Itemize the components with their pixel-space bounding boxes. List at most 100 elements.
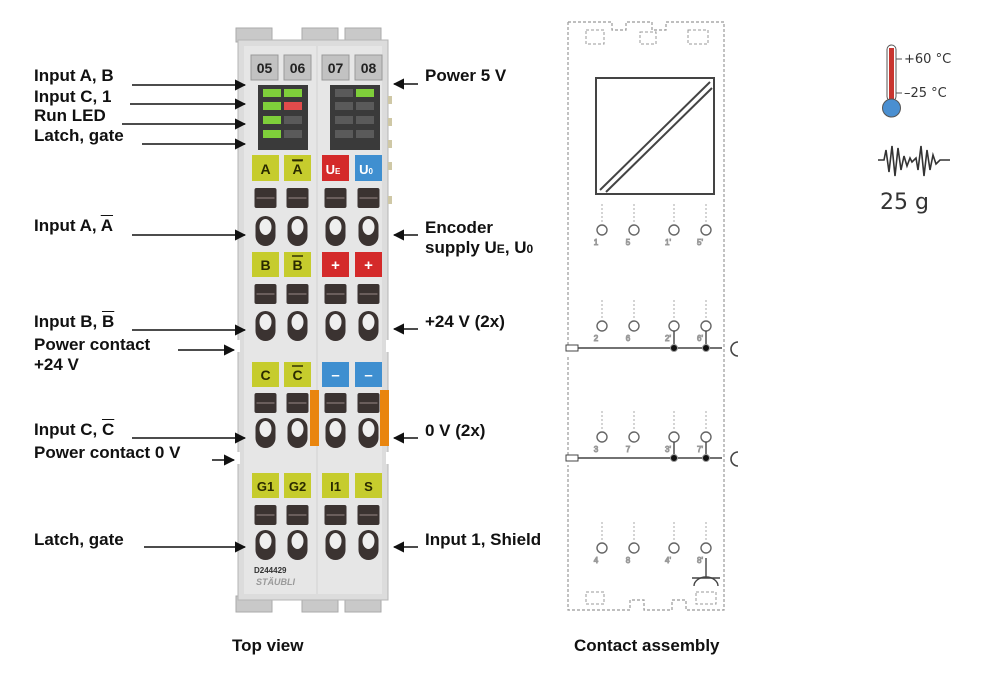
- tag-plus-1: +: [331, 257, 340, 274]
- label-latch-gate-bottom: Latch, gate: [34, 530, 124, 549]
- led-block-left: [258, 85, 308, 150]
- tag-minus-2: –: [364, 367, 372, 384]
- contact-point: [628, 320, 640, 332]
- tag-b-bar: B: [292, 257, 302, 273]
- contact-point: [700, 542, 712, 554]
- contact-number: 6': [697, 334, 703, 343]
- contact-point: [628, 542, 640, 554]
- bus-junction-dot: [702, 344, 710, 352]
- power-contact-rail-right: [380, 390, 389, 446]
- label-run-led: Run LED: [34, 106, 106, 125]
- contact-point: [596, 542, 608, 554]
- tag-c: C: [260, 367, 270, 383]
- bus-junction-dot: [670, 344, 678, 352]
- label-plus24v-2x: +24 V (2x): [425, 312, 505, 331]
- plate-07: 07: [328, 60, 344, 76]
- tag-c-bar: C: [292, 367, 302, 383]
- tag-g2: G2: [289, 479, 306, 494]
- label-power-contact-0v: Power contact 0 V: [34, 443, 181, 462]
- contact-assembly: 1 5 1' 5' 2 6 2' 6' 3 7 3' 7' 4 8 4' 8': [565, 21, 739, 611]
- tag-g1: G1: [257, 479, 274, 494]
- label-input-a-abar: Input A, A: [34, 216, 114, 235]
- label-encoder-supply: supply UE, U0: [425, 238, 534, 257]
- label-input-a-b: Input A, B: [34, 66, 114, 85]
- contact-number: 7: [626, 445, 631, 454]
- tag-u0: U0: [359, 162, 373, 177]
- contact-point: [596, 431, 608, 443]
- contact-number: 8: [626, 556, 631, 565]
- contact-point: [596, 320, 608, 332]
- label-input1-shield: Input 1, Shield: [425, 530, 542, 549]
- tag-minus-1: –: [331, 367, 339, 384]
- contact-point: [668, 431, 680, 443]
- caption-contact-assembly: Contact assembly: [574, 636, 720, 655]
- label-input-c-1: Input C, 1: [34, 87, 112, 106]
- contact-point: [628, 224, 640, 236]
- contact-number: 2': [665, 334, 671, 343]
- led-block-right: [330, 85, 380, 150]
- label-latch-gate-top: Latch, gate: [34, 126, 124, 145]
- contact-number: 6: [626, 334, 631, 343]
- contact-number: 8': [697, 556, 703, 565]
- plate-08: 08: [361, 60, 377, 76]
- brand-logo: STÄUBLI: [256, 577, 295, 587]
- callout-arrows: [122, 78, 418, 553]
- contact-point: [668, 542, 680, 554]
- label-0v-2x: 0 V (2x): [425, 421, 486, 440]
- caption-top-view: Top view: [232, 636, 304, 655]
- contact-number: 5: [626, 238, 631, 247]
- temp-min-text: –25 °C: [904, 86, 947, 101]
- contact-point: [700, 320, 712, 332]
- contact-number: 1: [594, 238, 599, 247]
- top-number-plates: 05 06 07 08: [250, 54, 383, 81]
- terminal-module: 05 06 07 08: [232, 27, 394, 613]
- bus-junction-dot: [670, 454, 678, 462]
- terminal-clamps: [254, 188, 380, 560]
- power-contact-rail-left: [310, 390, 319, 446]
- tag-a: A: [260, 161, 270, 177]
- contact-number: 5': [697, 238, 703, 247]
- tag-s: S: [364, 479, 373, 494]
- contact-point: [668, 224, 680, 236]
- tag-ue: UE: [326, 162, 341, 177]
- contact-number: 4': [665, 556, 671, 565]
- tag-row-2: B B + +: [252, 252, 382, 277]
- model-number: D244429: [254, 566, 287, 575]
- label-plus24v: +24 V: [34, 355, 79, 374]
- tag-i1: I1: [330, 479, 341, 494]
- contact-number: 1': [665, 238, 671, 247]
- label-encoder: Encoder: [425, 218, 494, 237]
- ground-icon: [692, 558, 720, 587]
- contact-number: 2: [594, 334, 599, 343]
- tag-row-1: A A UE U0: [252, 155, 382, 181]
- weight-text: 25 g: [880, 190, 929, 215]
- contact-point: [668, 320, 680, 332]
- contact-point: [700, 224, 712, 236]
- tag-b: B: [260, 257, 270, 273]
- plate-06: 06: [290, 60, 306, 76]
- assembly-outline: [567, 21, 725, 611]
- tag-plus-2: +: [364, 257, 373, 274]
- temp-max-text: +60 °C: [904, 52, 952, 67]
- label-input-c-cbar: Input C, C: [34, 420, 115, 439]
- label-power-5v: Power 5 V: [425, 66, 507, 85]
- tag-row-4: G1 G2 I1 S: [252, 473, 382, 498]
- contact-point: [596, 224, 608, 236]
- label-power-contact: Power contact: [34, 335, 151, 354]
- bus-junction-dot: [702, 454, 710, 462]
- thermometer-icon: [882, 44, 902, 118]
- tag-a-bar: A: [292, 161, 302, 177]
- contact-points: 1 5 1' 5' 2 6 2' 6' 3 7 3' 7' 4 8 4' 8': [593, 204, 712, 566]
- contact-point: [628, 431, 640, 443]
- contact-number: 7': [697, 445, 703, 454]
- vibration-icon: [878, 145, 950, 177]
- contact-point: [700, 431, 712, 443]
- plate-05: 05: [257, 60, 273, 76]
- contact-number: 3': [665, 445, 671, 454]
- label-input-b-bbar: Input B, B: [34, 312, 115, 331]
- contact-number: 3: [594, 445, 599, 454]
- electronics-box: [595, 77, 715, 195]
- tag-row-3: C C – –: [252, 362, 382, 387]
- contact-number: 4: [594, 556, 599, 565]
